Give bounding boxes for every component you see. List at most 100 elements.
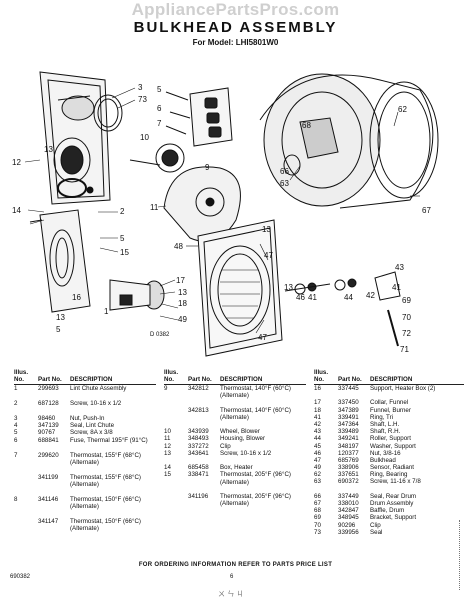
callout: 48 xyxy=(174,242,183,251)
callout: 70 xyxy=(402,313,411,322)
part-number: 299620 xyxy=(38,451,59,459)
part-description: Bracket, Support xyxy=(370,514,417,522)
part-number: 341196 xyxy=(188,492,209,500)
callout: 6 xyxy=(157,104,162,113)
column-header-part: Part No. xyxy=(38,375,62,383)
illus-number: 49 xyxy=(314,464,321,472)
illus-number: 44 xyxy=(314,435,321,443)
part-number: 337651 xyxy=(338,471,359,479)
part-number: 90296 xyxy=(338,521,356,529)
part-description: Clip xyxy=(370,521,381,529)
callout: 12 xyxy=(12,158,21,167)
callout: 44 xyxy=(344,293,353,302)
part-description: Thermostat, 205°F (96°C) (Alternate) xyxy=(220,492,291,508)
callout: 13 xyxy=(178,288,187,297)
part-description: Seal, Rear Drum xyxy=(370,492,417,500)
callout: 13 xyxy=(56,313,65,322)
part-number: 347364 xyxy=(338,420,359,428)
heater-box xyxy=(29,209,91,313)
part-description: Support, Heater Box (2) xyxy=(370,385,436,392)
part-number: 342847 xyxy=(338,507,359,515)
callout: 43 xyxy=(395,263,404,272)
support-rollers xyxy=(284,271,401,347)
callout: 17 xyxy=(176,276,185,285)
part-description: Sensor, Radiant xyxy=(370,464,415,472)
part-description: Shaft, L.H. xyxy=(370,420,400,428)
part-row: 1 299693 Lint Chute Assembly xyxy=(14,385,156,400)
part-number: 338471 xyxy=(188,471,209,479)
parts-table-header: Illus. No.Part No.DESCRIPTION xyxy=(14,368,156,385)
seal-rings xyxy=(57,94,123,198)
part-description: Screw, 10-16 x 1/2 xyxy=(70,399,122,407)
callout: 62 xyxy=(398,105,407,114)
part-number: 685769 xyxy=(338,456,359,464)
watermark: AppliancePartsPros.com xyxy=(131,0,340,19)
part-description: Box, Heater xyxy=(220,464,253,472)
callout: 13 xyxy=(44,145,53,154)
callout: 47 xyxy=(258,333,267,342)
illus-number: 69 xyxy=(314,514,321,522)
part-row: 49 338906 Sensor, Radiant xyxy=(314,464,464,471)
illus-number: 63 xyxy=(314,478,321,486)
illus-number: 7 xyxy=(14,451,18,459)
callout: 72 xyxy=(402,329,411,338)
part-description: Wheel, Blower xyxy=(220,428,260,436)
illus-number: 4 xyxy=(14,421,18,429)
column-header-desc: DESCRIPTION xyxy=(370,375,413,383)
callout: 69 xyxy=(402,296,411,305)
drum-assembly xyxy=(259,73,439,209)
illus-number: 45 xyxy=(314,442,321,450)
illus-number: 41 xyxy=(314,413,321,421)
part-description: Thermostat, 155°F (68°C) (Alternate) xyxy=(70,473,141,488)
bulkhead xyxy=(197,219,283,357)
column-header-illus: Illus. No. xyxy=(14,368,29,383)
illus-number: 47 xyxy=(314,456,321,464)
illus-number: 46 xyxy=(314,449,321,457)
callout: 13 xyxy=(262,225,271,234)
illus-number: 10 xyxy=(164,428,171,436)
part-description: Seal xyxy=(370,528,383,536)
part-number: 299693 xyxy=(38,385,59,392)
callout: 9 xyxy=(205,163,210,172)
callout: 7 xyxy=(157,119,162,128)
illus-number: 9 xyxy=(164,385,168,392)
illus-number: 1 xyxy=(14,385,18,392)
part-number: 343641 xyxy=(188,449,209,457)
part-description: Lint Chute Assembly xyxy=(70,385,127,392)
page-title: BULKHEAD ASSEMBLY xyxy=(133,19,338,36)
part-description: Thermostat, 150°F (66°C) (Alternate) xyxy=(70,518,141,533)
edge-mark xyxy=(459,520,468,590)
part-description: Thermostat, 205°F (96°C) (Alternate) xyxy=(220,471,291,486)
part-number: 338906 xyxy=(338,464,359,472)
part-description: Collar, Funnel xyxy=(370,399,409,407)
part-number: 347139 xyxy=(38,421,59,429)
illus-number: 11 xyxy=(164,435,171,443)
column-header-desc: DESCRIPTION xyxy=(220,375,263,383)
part-number: 98460 xyxy=(38,414,56,422)
part-description: Funnel, Burner xyxy=(370,406,411,414)
illus-number: 66 xyxy=(314,492,321,500)
part-description: Thermostat, 140°F (60°C) (Alternate) xyxy=(220,406,291,421)
